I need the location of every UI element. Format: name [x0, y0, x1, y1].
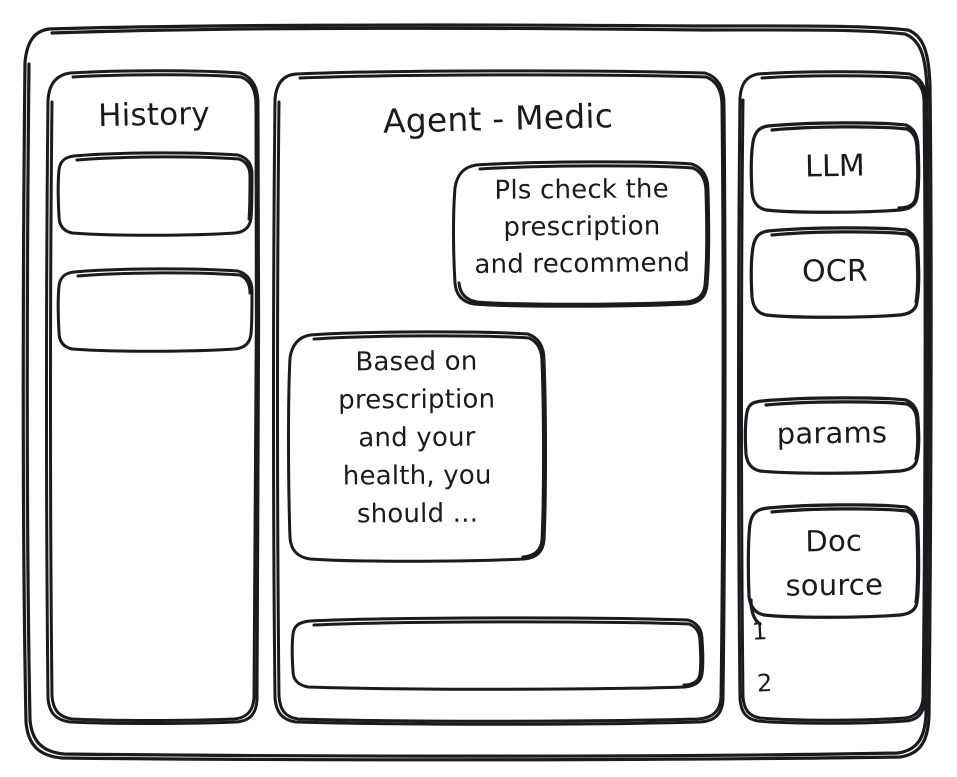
- user-message-bubble: Pls check the prescription and recommend: [474, 174, 691, 280]
- history-item-2[interactable]: [59, 271, 252, 350]
- tool-card-llm[interactable]: LLM: [804, 148, 866, 185]
- tool-card-ocr[interactable]: OCR: [801, 253, 869, 290]
- history-item-1[interactable]: [59, 155, 252, 234]
- history-panel-title: History: [97, 95, 211, 135]
- message-input[interactable]: [293, 620, 702, 688]
- agent-panel-title: Agent - Medic: [382, 96, 614, 141]
- doc-source-item-1[interactable]: 1: [751, 616, 769, 646]
- assistant-message-bubble: Based on prescription and your health, y…: [338, 346, 496, 530]
- doc-source-item-2[interactable]: 2: [756, 668, 773, 698]
- tool-card-params[interactable]: params: [776, 415, 888, 451]
- tool-card-doc-source[interactable]: Doc source: [785, 523, 884, 603]
